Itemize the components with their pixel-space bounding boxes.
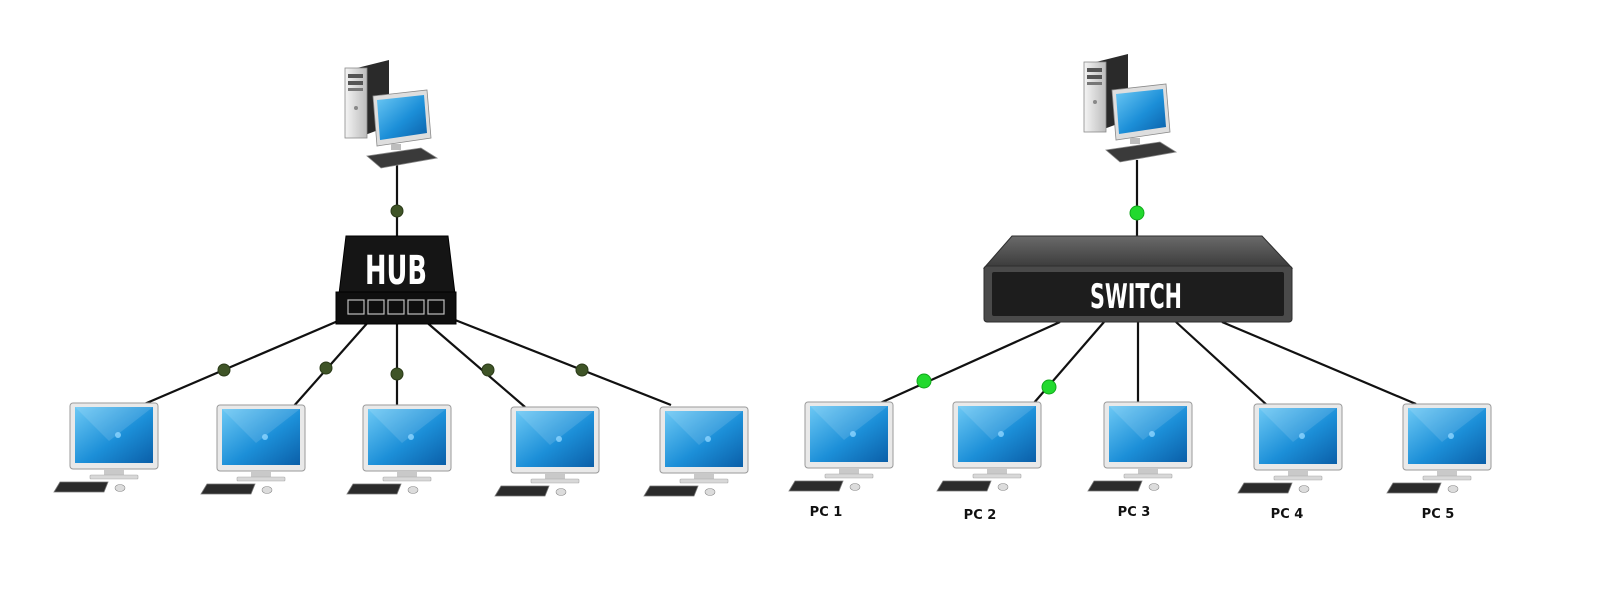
- monitor-workstation-icon: [1387, 404, 1491, 493]
- link-hub-pc2: [293, 320, 370, 407]
- link-dot: [482, 364, 494, 376]
- monitor-workstation-icon: [644, 407, 748, 496]
- pc-label: PC 3: [1118, 505, 1151, 520]
- hub-client-4: [495, 407, 599, 496]
- switch-device: SWITCH: [984, 236, 1292, 322]
- switch-server-icon: [1084, 54, 1176, 162]
- monitor-workstation-icon: [54, 403, 158, 492]
- monitor-workstation-icon: [495, 407, 599, 496]
- link-hub-pc5: [450, 318, 671, 405]
- switch-label: SWITCH: [1090, 277, 1182, 317]
- link-switch-pc1: [878, 322, 1060, 404]
- monitor-workstation-icon: [347, 405, 451, 494]
- monitor-workstation-icon: [937, 402, 1041, 491]
- switch-client-pc4: [1238, 404, 1342, 493]
- link-dot: [576, 364, 588, 376]
- hub-label: HUB: [365, 248, 427, 294]
- link-hub-pc1: [142, 318, 345, 405]
- monitor-workstation-icon: [1088, 402, 1192, 491]
- link-dot: [391, 205, 403, 217]
- hub-server-icon: [345, 60, 437, 168]
- monitor-workstation-icon: [201, 405, 305, 494]
- switch-client-pc5: [1387, 404, 1491, 493]
- monitor-workstation-icon: [1238, 404, 1342, 493]
- hub-client-5: [644, 407, 748, 496]
- link-dot: [1042, 380, 1056, 394]
- switch-client-pc3: [1088, 402, 1192, 491]
- pc-label: PC 4: [1271, 507, 1304, 522]
- hub-network: HUB: [54, 60, 748, 496]
- link-dot: [218, 364, 230, 376]
- link-dot: [1130, 206, 1144, 220]
- hub-client-2: [201, 405, 305, 494]
- pc-label: PC 2: [964, 508, 997, 523]
- link-dot: [391, 368, 403, 380]
- switch-client-pc2: [937, 402, 1041, 491]
- pc-label: PC 5: [1422, 507, 1455, 522]
- link-dot: [320, 362, 332, 374]
- hub-client-1: [54, 403, 158, 492]
- hub-device: HUB: [336, 236, 456, 324]
- link-dot: [917, 374, 931, 388]
- switch-client-pc1: [789, 402, 893, 491]
- pc-label: PC 1: [810, 505, 843, 520]
- hub-client-3: [347, 405, 451, 494]
- switch-network: SWITCH PC 1 PC 2 PC 3 PC 4 PC 5: [789, 54, 1491, 523]
- link-hub-pc4: [424, 320, 525, 407]
- monitor-workstation-icon: [789, 402, 893, 491]
